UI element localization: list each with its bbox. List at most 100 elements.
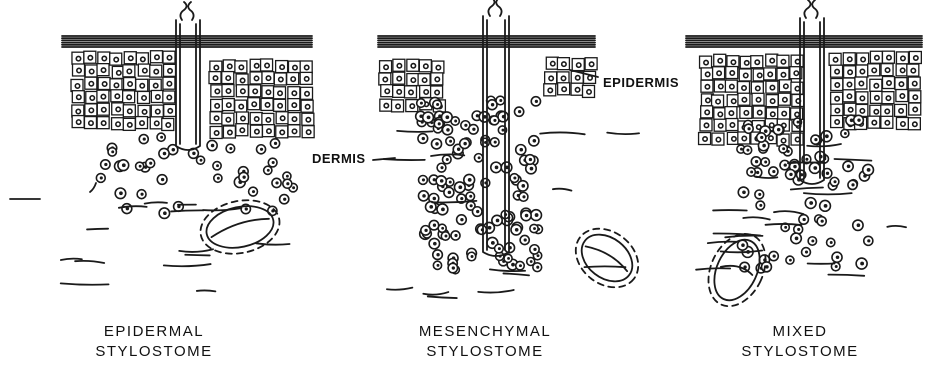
cell-nucleus <box>424 90 428 94</box>
cell-nucleus <box>383 77 387 81</box>
cell-nucleus <box>410 104 414 108</box>
cell-nucleus <box>746 149 749 152</box>
cell-nucleus <box>280 116 284 120</box>
cell-nucleus <box>887 81 891 85</box>
cell-nucleus <box>519 148 523 152</box>
cell-nucleus <box>789 173 792 176</box>
cell-nucleus <box>513 177 516 180</box>
cell-nucleus <box>782 111 786 115</box>
cell-nucleus <box>732 137 736 141</box>
cell-nucleus <box>789 259 792 262</box>
cell-nucleus <box>76 120 80 124</box>
cell-nucleus <box>494 141 497 144</box>
cell-nucleus <box>211 144 215 148</box>
cell-nucleus <box>522 195 525 198</box>
cell-nucleus <box>239 65 243 69</box>
cell-nucleus <box>759 204 762 207</box>
cell-nucleus <box>575 88 579 92</box>
cell-nucleus <box>809 201 813 205</box>
cell-nucleus <box>782 147 785 150</box>
cell-nucleus <box>172 148 175 151</box>
cell-nucleus <box>140 84 144 88</box>
cell-nucleus <box>797 228 800 231</box>
cell-nucleus <box>252 102 256 106</box>
cell-nucleus <box>115 94 119 98</box>
cell-nucleus <box>511 263 515 267</box>
cell-nucleus <box>860 262 864 266</box>
cell-nucleus <box>433 242 437 246</box>
cell-nucleus <box>861 57 865 61</box>
cell-nucleus <box>88 56 92 60</box>
cell-nucleus <box>254 76 258 80</box>
cell-nucleus <box>795 86 799 90</box>
cell-nucleus <box>755 160 758 163</box>
cell-nucleus <box>441 227 444 230</box>
cell-nucleus <box>397 64 401 68</box>
cell-nucleus <box>143 68 147 72</box>
cell-nucleus <box>561 76 565 80</box>
cell-nucleus <box>127 95 131 99</box>
cell-nucleus <box>551 61 555 65</box>
cell-nucleus <box>283 198 286 201</box>
cell-nucleus <box>139 165 142 168</box>
cell-nucleus <box>228 64 232 68</box>
cell-nucleus <box>718 59 722 63</box>
cell-nucleus <box>305 92 309 96</box>
cell-nucleus <box>304 65 308 69</box>
cell-nucleus <box>226 117 230 121</box>
cell-nucleus <box>851 183 854 186</box>
cell-nucleus <box>445 115 449 119</box>
cell-nucleus <box>885 109 889 113</box>
cell-nucleus <box>781 138 785 142</box>
cell-nucleus <box>128 109 132 113</box>
cell-nucleus <box>811 239 814 242</box>
cell-nucleus <box>100 176 103 179</box>
cell-nucleus <box>530 260 533 263</box>
cell-nucleus <box>742 86 746 90</box>
cell-nucleus <box>265 103 269 107</box>
cell-nucleus <box>741 243 745 247</box>
connective-fiber <box>87 229 108 230</box>
cell-nucleus <box>525 214 529 218</box>
cell-nucleus <box>470 204 473 207</box>
cell-nucleus <box>507 257 510 260</box>
cell-nucleus <box>227 103 231 107</box>
cell-nucleus <box>463 142 466 145</box>
cell-nucleus <box>228 130 232 134</box>
cell-nucleus <box>860 69 864 73</box>
cell-nucleus <box>914 56 918 60</box>
cell-nucleus <box>491 103 494 106</box>
cell-nucleus <box>533 248 536 251</box>
cell-nucleus <box>911 68 915 72</box>
cell-nucleus <box>777 128 781 132</box>
cell-nucleus <box>755 60 759 64</box>
cell-nucleus <box>537 254 540 257</box>
cell-nucleus <box>437 264 440 267</box>
cell-nucleus <box>773 254 776 257</box>
cell-nucleus <box>266 76 270 80</box>
cell-nucleus <box>835 265 838 268</box>
cell-nucleus <box>770 58 774 62</box>
caption-line-1: EPIDERMAL <box>44 322 264 342</box>
cell-nucleus <box>703 137 707 141</box>
cell-nucleus <box>422 78 426 82</box>
cell-nucleus <box>750 170 753 173</box>
cell-nucleus <box>128 82 132 86</box>
cell-nucleus <box>833 58 837 62</box>
cell-nucleus <box>847 82 851 86</box>
cell-nucleus <box>292 129 296 133</box>
cell-nucleus <box>385 89 389 93</box>
cell-nucleus <box>441 207 445 211</box>
cell-nucleus <box>491 241 495 245</box>
cell-nucleus <box>440 166 443 169</box>
cell-nucleus <box>424 64 428 68</box>
caption-line-2: STYLOSTOME <box>375 342 595 362</box>
cell-nucleus <box>422 194 426 198</box>
cell-nucleus <box>160 136 163 139</box>
cell-nucleus <box>292 91 296 95</box>
cell-nucleus <box>793 165 796 168</box>
cell-nucleus <box>768 72 772 76</box>
cell-nucleus <box>533 227 536 230</box>
cell-nucleus <box>518 110 521 113</box>
cell-nucleus <box>795 237 799 241</box>
